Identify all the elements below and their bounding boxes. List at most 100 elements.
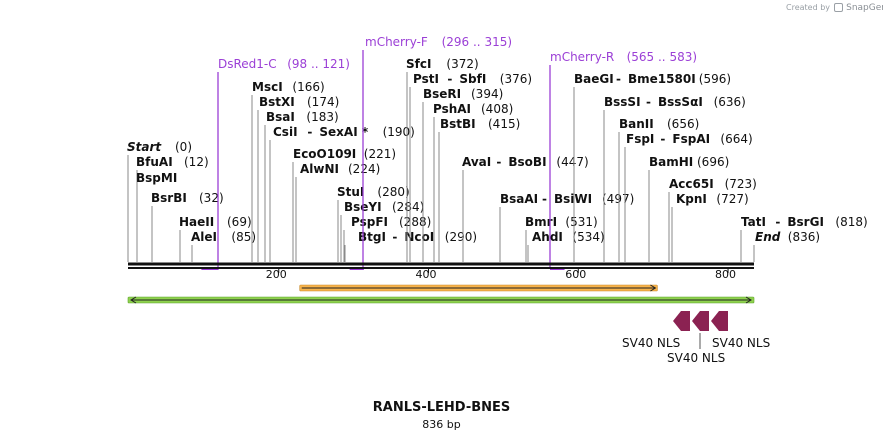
enzyme-position: (183) [306,110,338,124]
enzyme-position: (836) [788,230,820,244]
green-feature-arrowhead-right [745,296,752,304]
enzyme-position: (447) [556,155,588,169]
enzyme-name: PshAI [433,102,471,116]
enzyme-name: PspFI [351,215,388,229]
enzyme-name: BsrBI [151,191,187,205]
enzyme-name: TatI [741,215,766,229]
primer-range: (565 .. 583) [627,50,697,64]
enzyme-position: (727) [716,192,748,206]
enzyme-position: (221) [364,147,396,161]
enzyme-position: (288) [399,215,431,229]
enzyme-name: BsiWI [554,192,592,206]
enzyme-position: (394) [471,87,503,101]
snapgene-logo-icon [833,3,843,12]
enzyme-name: SexAI * [319,125,368,139]
enzyme-name: NcoI [404,230,434,244]
enzyme-name: BsoBI [508,155,546,169]
sv40-nls-label: SV40 NLS [622,336,680,350]
enzyme-name: AlwNI [300,162,339,176]
enzyme-position: (280) [377,185,409,199]
enzyme-separator: - [392,230,397,244]
enzyme-name: BsaAI [500,192,538,206]
sv40-nls-label: SV40 NLS [667,351,725,365]
enzyme-name: BseRI [423,87,461,101]
primer-range: (98 .. 121) [287,57,350,71]
enzyme-position: (696) [697,155,729,169]
scale-tick-label: 600 [565,268,586,281]
primer-range: (296 .. 315) [442,35,512,49]
enzyme-position: (69) [227,215,252,229]
map-title: RANLS-LEHD-BNES [372,400,511,415]
credit-brand: SnapGene [846,3,883,13]
credit-prefix: Created by [786,3,831,12]
enzyme-separator: - [616,72,621,86]
enzyme-position: (372) [446,57,478,71]
enzyme-name: BstXI [259,95,295,109]
enzyme-name: BssSαI [658,95,703,109]
sequence-length-label: 836 bp [422,418,461,431]
enzyme-position: (0) [175,140,192,154]
scale-tick-label: 400 [416,268,437,281]
enzyme-name: PstI [413,72,439,86]
enzyme-separator: - [775,215,780,229]
enzyme-name: KpnI [676,192,707,206]
enzyme-name: MscI [252,80,283,94]
enzyme-position: (290) [445,230,477,244]
enzyme-name: BanII [619,117,654,131]
scale-tick-label: 200 [266,268,287,281]
enzyme-name: HaeII [179,215,214,229]
enzyme-position: (664) [720,132,752,146]
enzyme-separator: - [542,192,547,206]
enzyme-name: Bme1580I [628,72,696,86]
enzyme-position: (534) [572,230,604,244]
scale-tick-label: 800 [715,268,736,281]
enzyme-name: BsaI [266,110,295,124]
enzyme-name: EcoO109I [293,147,356,161]
sv40-nls-arrow [692,311,709,331]
enzyme-position: (415) [488,117,520,131]
enzyme-position: (723) [725,177,757,191]
enzyme-name: BstBI [440,117,476,131]
enzyme-name: BaeGI [574,72,614,86]
enzyme-separator: - [660,132,665,146]
enzyme-name: FspI [626,132,654,146]
enzyme-position: (497) [602,192,634,206]
enzyme-position: (12) [184,155,209,169]
enzyme-position: (656) [667,117,699,131]
enzyme-name: Start [127,140,162,154]
sv40-nls-label: SV40 NLS [712,336,770,350]
enzyme-name: SbfI [459,72,486,86]
enzyme-name: BfuAI [136,155,173,169]
enzyme-position: (636) [714,95,746,109]
green-feature-arrowhead-left [130,296,137,304]
enzyme-position: (284) [392,200,424,214]
enzyme-position: (166) [292,80,324,94]
enzyme-name: SfcI [406,57,431,71]
enzyme-position: (531) [565,215,597,229]
enzyme-name: BmrI [525,215,557,229]
enzyme-name: AleI [191,230,217,244]
enzyme-position: (85) [231,230,256,244]
enzyme-separator: - [307,125,312,139]
enzyme-position: (596) [699,72,731,86]
enzyme-name: BssSI [604,95,641,109]
primer-name: mCherry-R [550,50,614,64]
enzyme-separator: - [646,95,651,109]
snapgene-credit: Created by SnapGene [786,3,883,13]
primer-name: mCherry-F [365,35,428,49]
enzyme-separator: - [447,72,452,86]
enzyme-separator: - [496,155,501,169]
enzyme-name: AhdI [532,230,563,244]
enzyme-name: FspAI [672,132,710,146]
enzyme-name: StuI [337,185,364,199]
enzyme-position: (408) [481,102,513,116]
enzyme-position: (818) [835,215,867,229]
enzyme-position: (224) [348,162,380,176]
orf-arrowhead [650,284,657,292]
sv40-nls-arrow [711,311,728,331]
enzyme-name: BspMI [136,171,177,185]
enzyme-name: End [755,230,781,244]
enzyme-position: (32) [199,191,224,205]
enzyme-name: BtgI [358,230,386,244]
